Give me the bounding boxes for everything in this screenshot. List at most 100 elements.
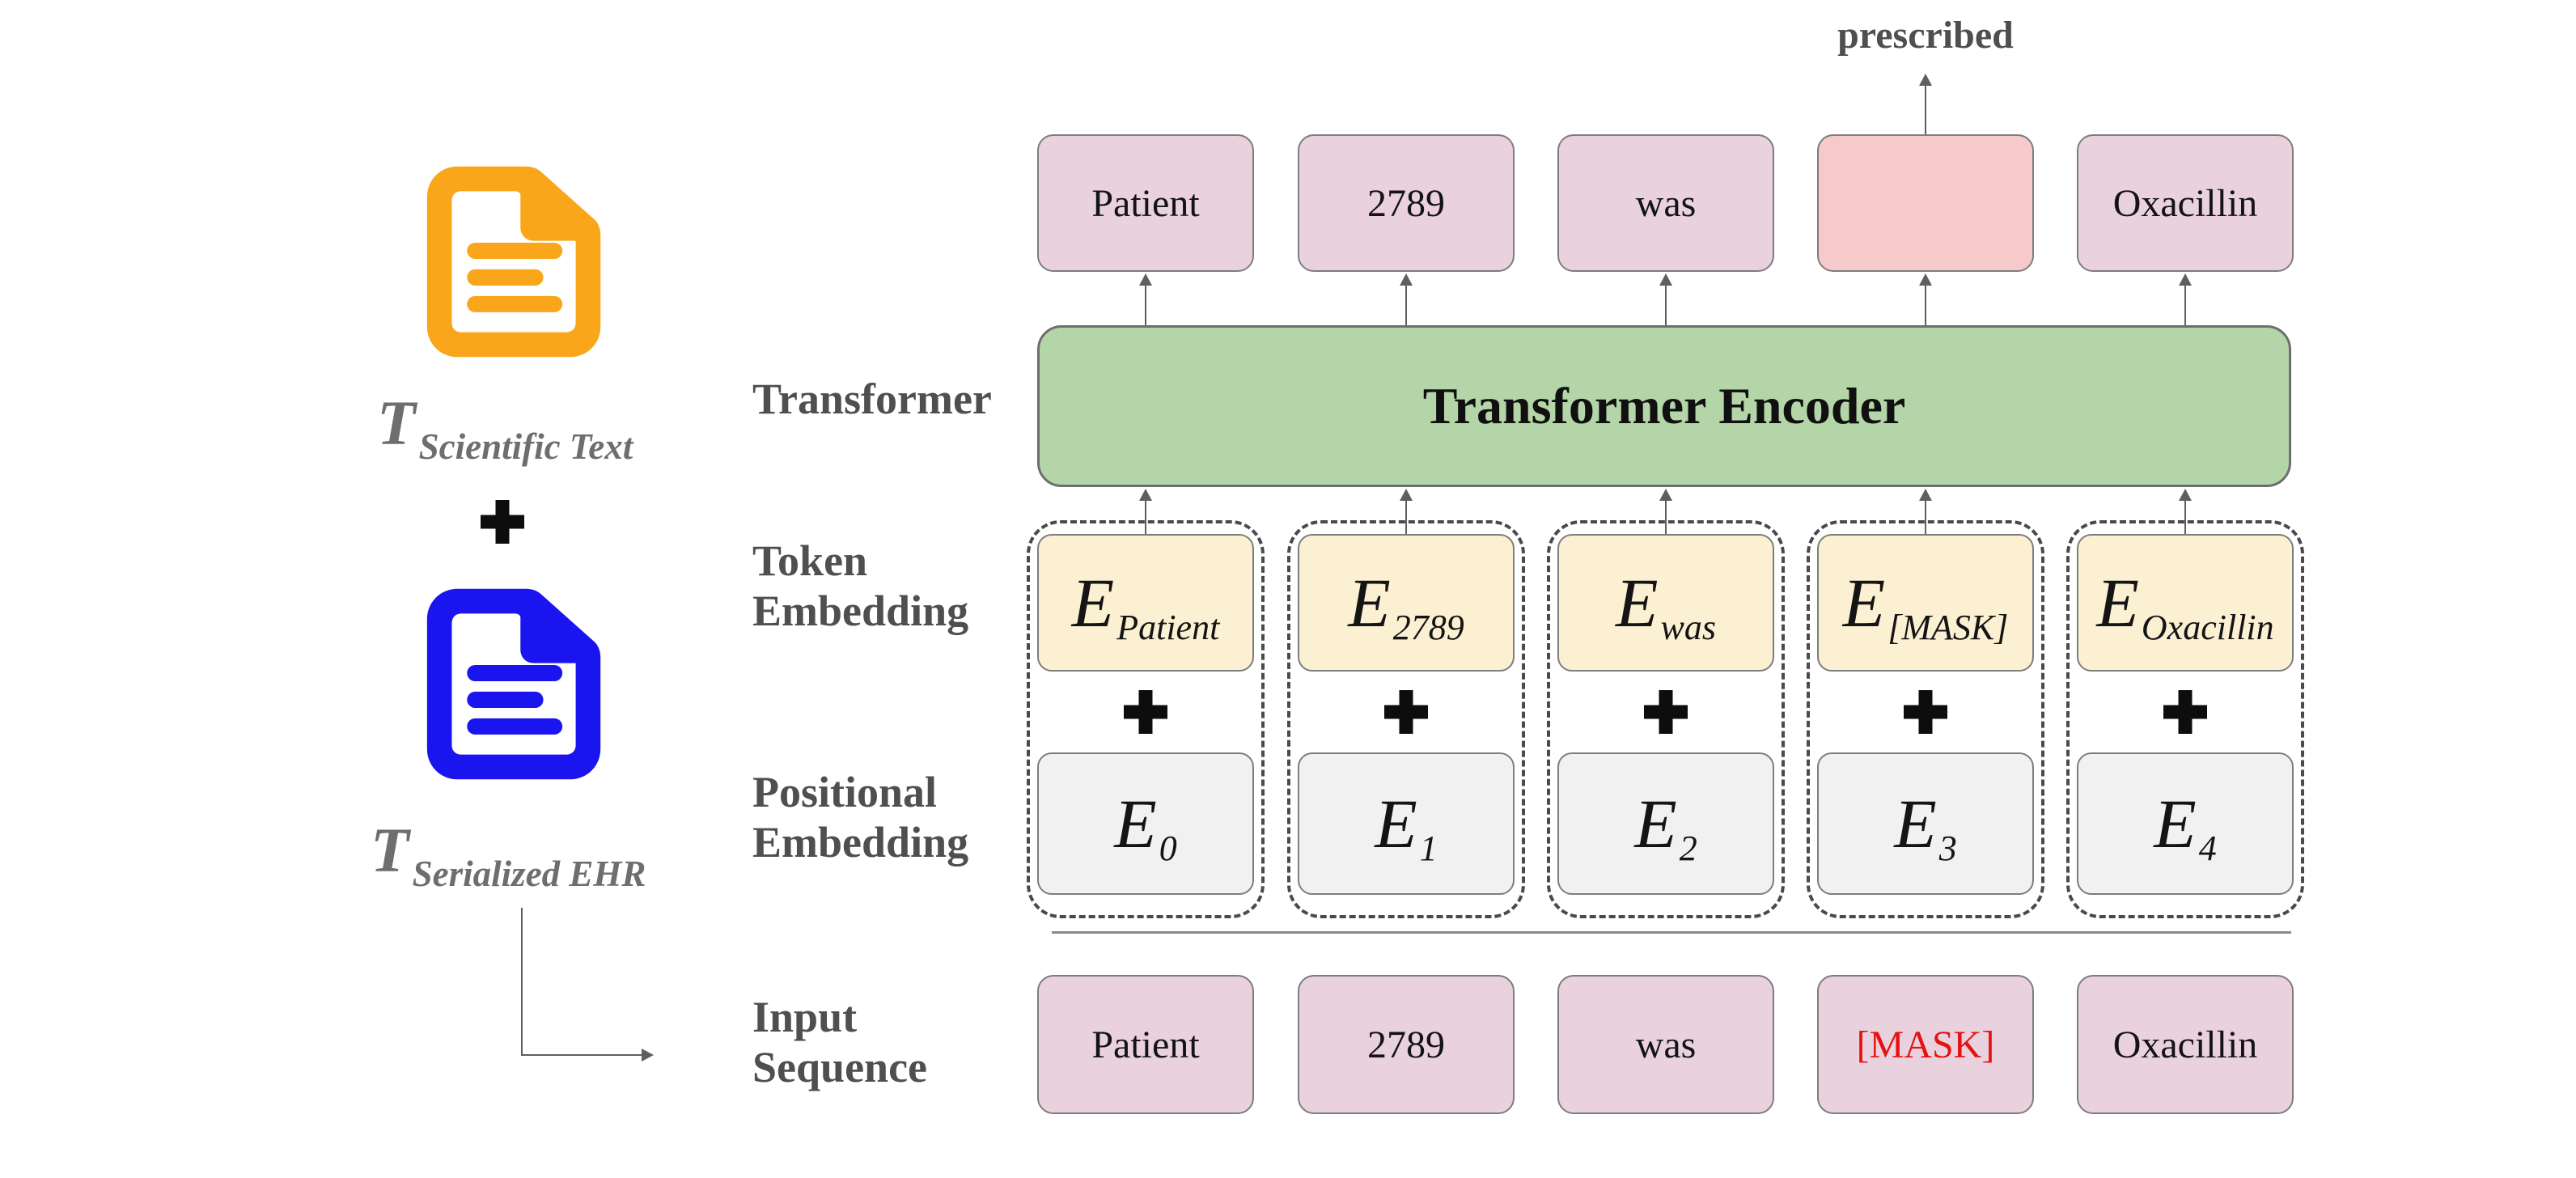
predicted-token: prescribed	[1837, 14, 2014, 57]
input-token-text: Patient	[1091, 1023, 1200, 1066]
embedding-subscript: [MASK]	[1888, 608, 2009, 647]
t-symbol: T	[371, 815, 409, 885]
scientific-text-label: T Scientific Text	[377, 388, 633, 465]
embedding-symbol: E	[2154, 785, 2197, 862]
embedding-subscript: was	[1660, 608, 1717, 647]
t-symbol: T	[377, 388, 416, 458]
arrow-head-icon	[2179, 273, 2192, 286]
label-positional-line1: Positional	[752, 768, 938, 816]
embedding-group-outline	[1807, 520, 2044, 918]
label-transformer-text: Transformer	[752, 375, 992, 423]
arrow-head-icon	[2179, 489, 2192, 501]
embedding-encoder-arrow	[1925, 499, 1926, 534]
embedding-subscript: 2	[1679, 828, 1697, 868]
embedding-subscript: 4	[2198, 828, 2217, 868]
arrow-head-icon	[1139, 273, 1152, 286]
embedding-encoder-arrow	[1405, 499, 1407, 534]
prediction-arrow	[1925, 84, 1926, 134]
output-token-text: Patient	[1091, 181, 1200, 225]
embedding-subscript: 2789	[1392, 608, 1464, 647]
embedding-symbol: E	[2096, 564, 2139, 642]
embedding-symbol: E	[1615, 564, 1659, 642]
encoder-output-arrow	[1665, 284, 1667, 325]
embedding-symbol: E	[1114, 785, 1157, 862]
transformer-encoder-box: Transformer Encoder	[1037, 325, 2291, 487]
embedding-group-outline	[2066, 520, 2304, 918]
output-token-text: Oxacillin	[2112, 181, 2258, 225]
embedding-encoder-arrow	[1145, 499, 1146, 534]
output-token-text: 2789	[1367, 181, 1445, 225]
embedding-group-outline	[1287, 520, 1525, 918]
output-token-text: was	[1635, 181, 1697, 225]
embedding-group-outline	[1027, 520, 1265, 918]
plus-icon	[1644, 690, 1688, 734]
plus-icon	[1124, 690, 1167, 734]
output-token-box: Patient	[1037, 134, 1254, 272]
embedding-encoder-arrow	[2184, 499, 2186, 534]
t-subscript: Serialized EHR	[412, 854, 646, 894]
elbow-arrow-horizontal	[521, 1054, 642, 1056]
input-token-box: Oxacillin	[2077, 975, 2294, 1114]
label-input-line1: Input	[752, 993, 858, 1041]
serialized-ehr-label: T Serialized EHR	[371, 815, 646, 892]
embedding-symbol: E	[1894, 785, 1937, 862]
arrow-head-icon	[1919, 273, 1932, 286]
input-token-text: 2789	[1367, 1023, 1445, 1066]
plus-icon	[1384, 690, 1428, 734]
label-token-line1: Token	[752, 536, 868, 585]
arrow-head-icon	[1139, 489, 1152, 501]
embedding-subscript: Oxacillin	[2141, 608, 2274, 647]
embedding-symbol: E	[1375, 785, 1417, 862]
embedding-subscript: 3	[1938, 828, 1957, 868]
label-transformer: Transformer	[752, 374, 992, 424]
encoder-output-arrow	[1145, 284, 1146, 325]
label-token-line2: Embedding	[752, 587, 969, 635]
embedding-group-outline	[1547, 520, 1785, 918]
label-positional-line2: Embedding	[752, 818, 969, 867]
embedding-symbol: E	[1634, 785, 1677, 862]
label-token-embedding: Token Embedding	[752, 536, 968, 636]
label-input-line2: Sequence	[752, 1043, 927, 1091]
arrow-head-icon	[1659, 489, 1672, 501]
serialized-ehr-document-icon	[426, 588, 601, 780]
embedding-symbol: E	[1071, 564, 1115, 642]
encoder-output-arrow	[1925, 284, 1926, 325]
output-token-box: Oxacillin	[2077, 134, 2294, 272]
input-token-text: was	[1635, 1023, 1697, 1066]
arrow-head-icon	[1400, 489, 1413, 501]
embedding-subscript: 1	[1419, 828, 1438, 868]
arrow-head-icon	[1659, 273, 1672, 286]
transformer-encoder-label: Transformer Encoder	[1422, 377, 1906, 434]
elbow-arrow-head-icon	[642, 1049, 654, 1061]
mask-token-text: [MASK]	[1856, 1023, 1995, 1066]
embedding-subscript: 0	[1159, 828, 1177, 868]
input-token-box: 2789	[1298, 975, 1515, 1114]
arrow-head-icon	[1400, 273, 1413, 286]
input-token-box: was	[1557, 975, 1774, 1114]
output-token-box-masked	[1817, 134, 2034, 272]
plus-icon	[1904, 690, 1947, 734]
encoder-output-arrow	[2184, 284, 2186, 325]
encoder-output-arrow	[1405, 284, 1407, 325]
token-embedding-box: E[MASK]	[1817, 534, 2034, 672]
input-token-box: Patient	[1037, 975, 1254, 1114]
input-token-text: Oxacillin	[2112, 1023, 2258, 1066]
elbow-arrow-vertical	[521, 908, 523, 1056]
arrow-head-icon	[1919, 74, 1932, 86]
arrow-head-icon	[1919, 489, 1932, 501]
embedding-symbol: E	[1348, 564, 1391, 642]
plus-icon	[2163, 690, 2207, 734]
embedding-encoder-arrow	[1665, 499, 1667, 534]
divider-line	[1052, 931, 2291, 934]
embedding-symbol: E	[1842, 564, 1886, 642]
embedding-subscript: Patient	[1116, 608, 1220, 647]
